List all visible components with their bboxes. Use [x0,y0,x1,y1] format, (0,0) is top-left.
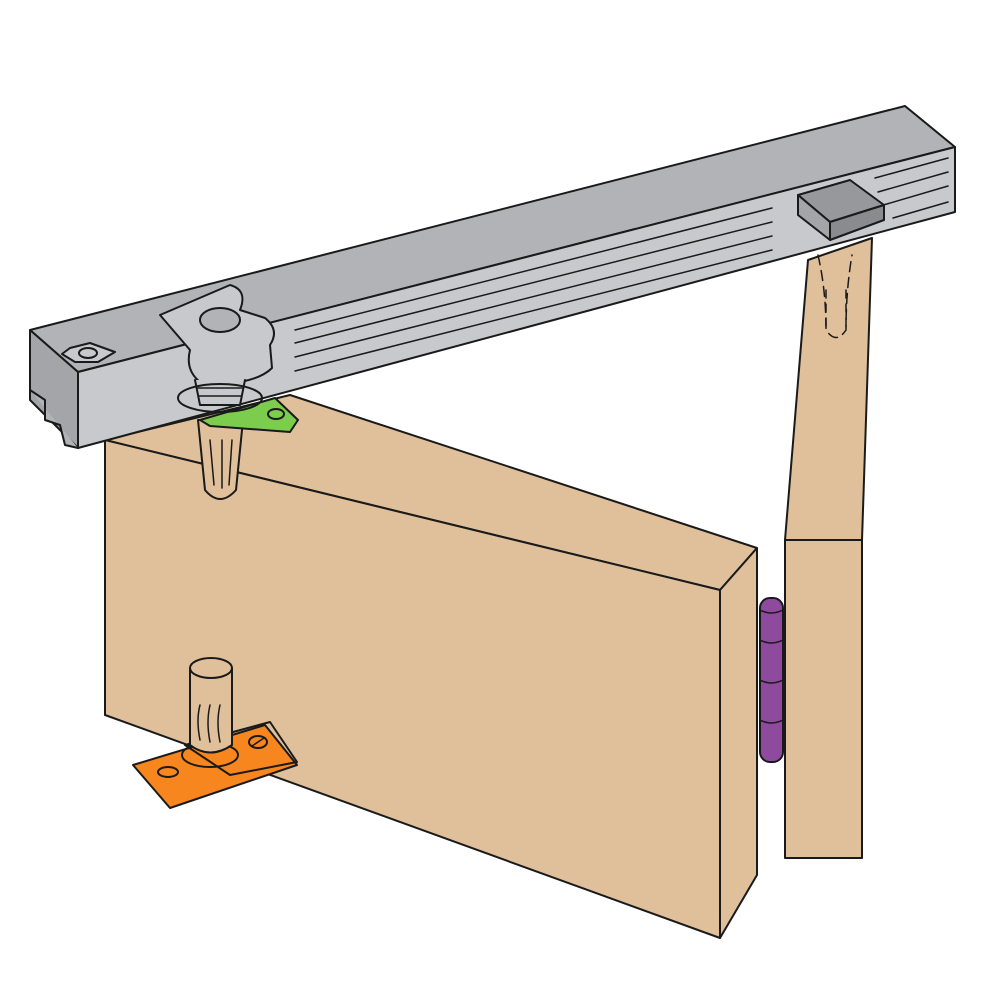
screw-hole [157,766,179,778]
pivot-carrier [159,284,275,413]
right-panel-upper [784,237,873,541]
guide-pin-hidden [817,254,853,339]
bottom-pivot-pin [189,667,233,754]
hex-nut-icon [61,342,116,363]
top-pivot-pin [197,419,244,500]
right-door-panel [784,237,873,859]
floor-pivot-bracket [132,657,298,809]
right-panel-lower [784,539,863,859]
left-door-panel [104,394,758,939]
screw-icon [248,735,268,749]
overhead-track [29,105,956,449]
guide-block [797,179,885,241]
hinge [759,597,784,763]
hinge-barrel [759,597,784,763]
left-panel-side [719,547,758,939]
top-pivot-plate [199,397,299,433]
